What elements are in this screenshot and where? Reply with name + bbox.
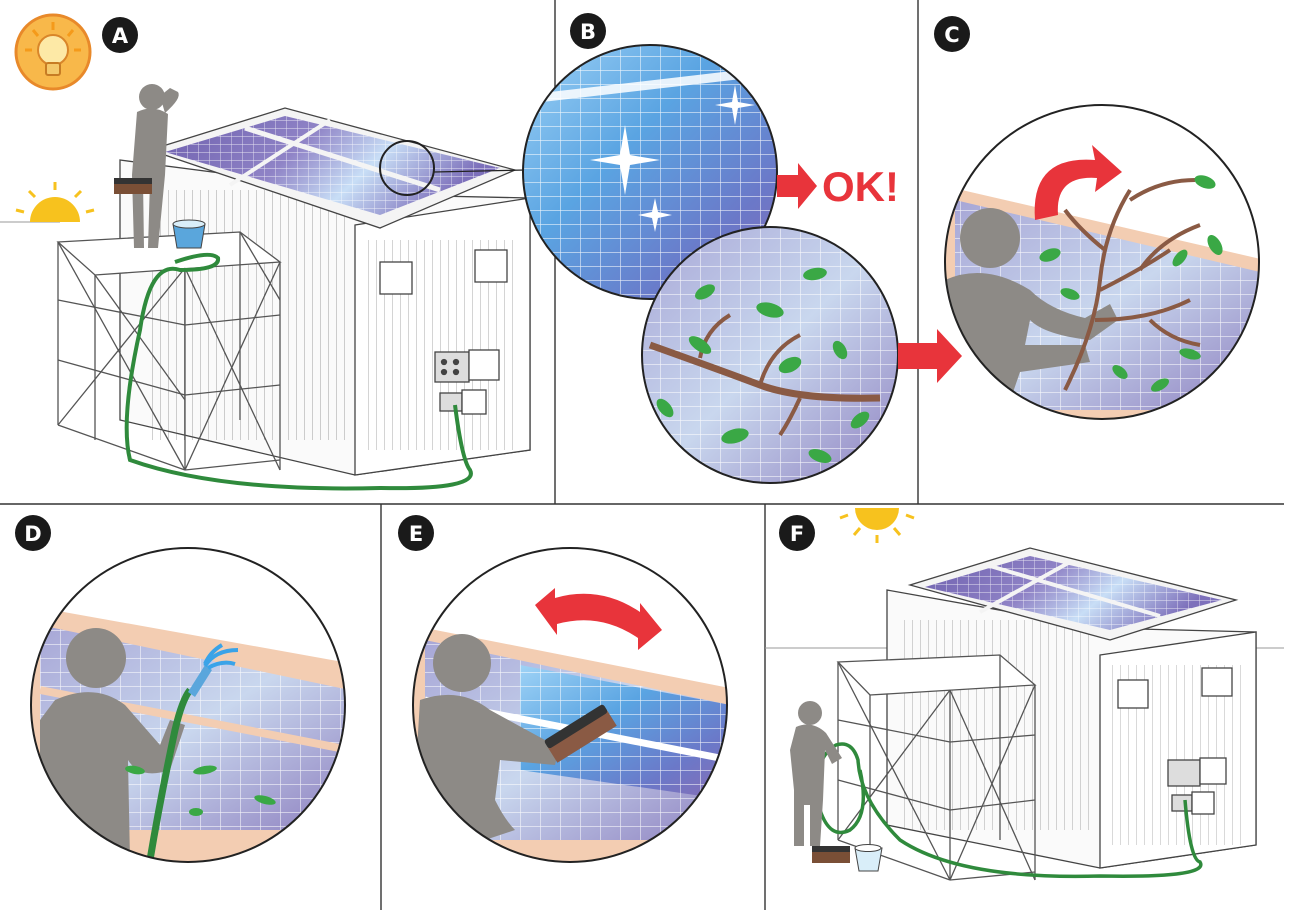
brush-icon: [544, 704, 617, 763]
hose-wash-zoom: [30, 547, 346, 863]
panel-c-label: C: [944, 23, 959, 47]
panel-a-label: A: [112, 24, 129, 48]
sun-icon: [839, 508, 915, 543]
panel-f-label: F: [790, 522, 804, 546]
panel-e: E: [398, 515, 728, 863]
panel-d: D: [15, 515, 346, 863]
dirty-panel-zoom: [641, 226, 899, 484]
panel-e-label: E: [409, 522, 423, 546]
container-building-clean: [886, 589, 1257, 869]
hose: [124, 252, 473, 491]
panel-e-badge: E: [398, 515, 434, 551]
container-building: [119, 159, 531, 476]
arrow-right-icon: [777, 163, 817, 209]
panel-d-badge: D: [15, 515, 51, 551]
worker-figure-f: [790, 701, 842, 846]
sun-icon: [15, 182, 95, 222]
curved-arrow-icon: [1034, 145, 1122, 220]
panel-b: B OK!: [522, 13, 962, 484]
lightbulb-icon: [14, 13, 92, 91]
bucket-icon: [172, 219, 206, 249]
solar-roof: [147, 107, 517, 229]
panel-b-badge: B: [570, 13, 606, 49]
double-arrow-icon: [535, 588, 662, 650]
panel-b-label: B: [580, 20, 596, 44]
bucket-icon: [854, 844, 883, 872]
remove-branch-zoom: [944, 104, 1260, 420]
magnifier-circle: [379, 140, 435, 196]
panel-a-badge: A: [102, 17, 138, 53]
brush-icon: [114, 182, 152, 194]
ok-label: OK!: [822, 163, 899, 210]
scaffold: [56, 231, 282, 471]
brush-scrub-zoom: [412, 547, 728, 863]
hose-coiled: [815, 742, 1203, 879]
sparkle-icon: [590, 125, 660, 195]
panel-f-badge: F: [779, 515, 815, 551]
brush-icon: [812, 846, 850, 863]
panel-c: C: [934, 16, 1260, 420]
panel-a: A: [0, 13, 531, 491]
panel-c-badge: C: [934, 16, 970, 52]
scaffold-clean: [836, 654, 1037, 881]
solar-roof-clean: [907, 547, 1239, 641]
panel-f: F: [765, 508, 1284, 881]
panel-d-label: D: [24, 522, 41, 546]
arrow-right-icon-2: [898, 329, 962, 383]
